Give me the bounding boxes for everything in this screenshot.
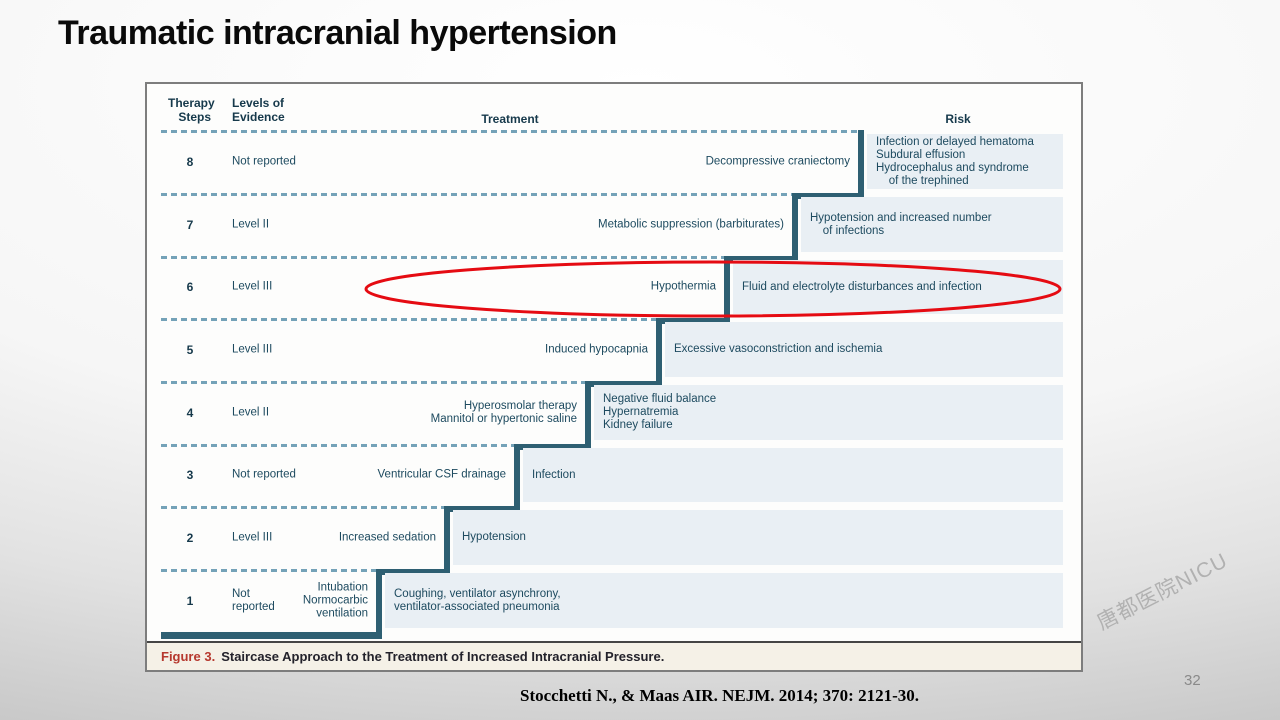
slide-page-number: 32 — [1184, 672, 1201, 689]
figure-caption-text: Staircase Approach to the Treatment of I… — [221, 649, 665, 664]
citation-text: Stocchetti N., & Maas AIR. NEJM. 2014; 3… — [520, 686, 919, 705]
watermark-text: 唐都医院NICU — [1093, 549, 1232, 635]
figure-caption: Figure 3. Staircase Approach to the Trea… — [147, 641, 1081, 670]
page-title: Traumatic intracranial hypertension — [58, 14, 617, 52]
figure-panel — [145, 82, 1083, 672]
figure-caption-label: Figure 3. — [161, 649, 216, 664]
